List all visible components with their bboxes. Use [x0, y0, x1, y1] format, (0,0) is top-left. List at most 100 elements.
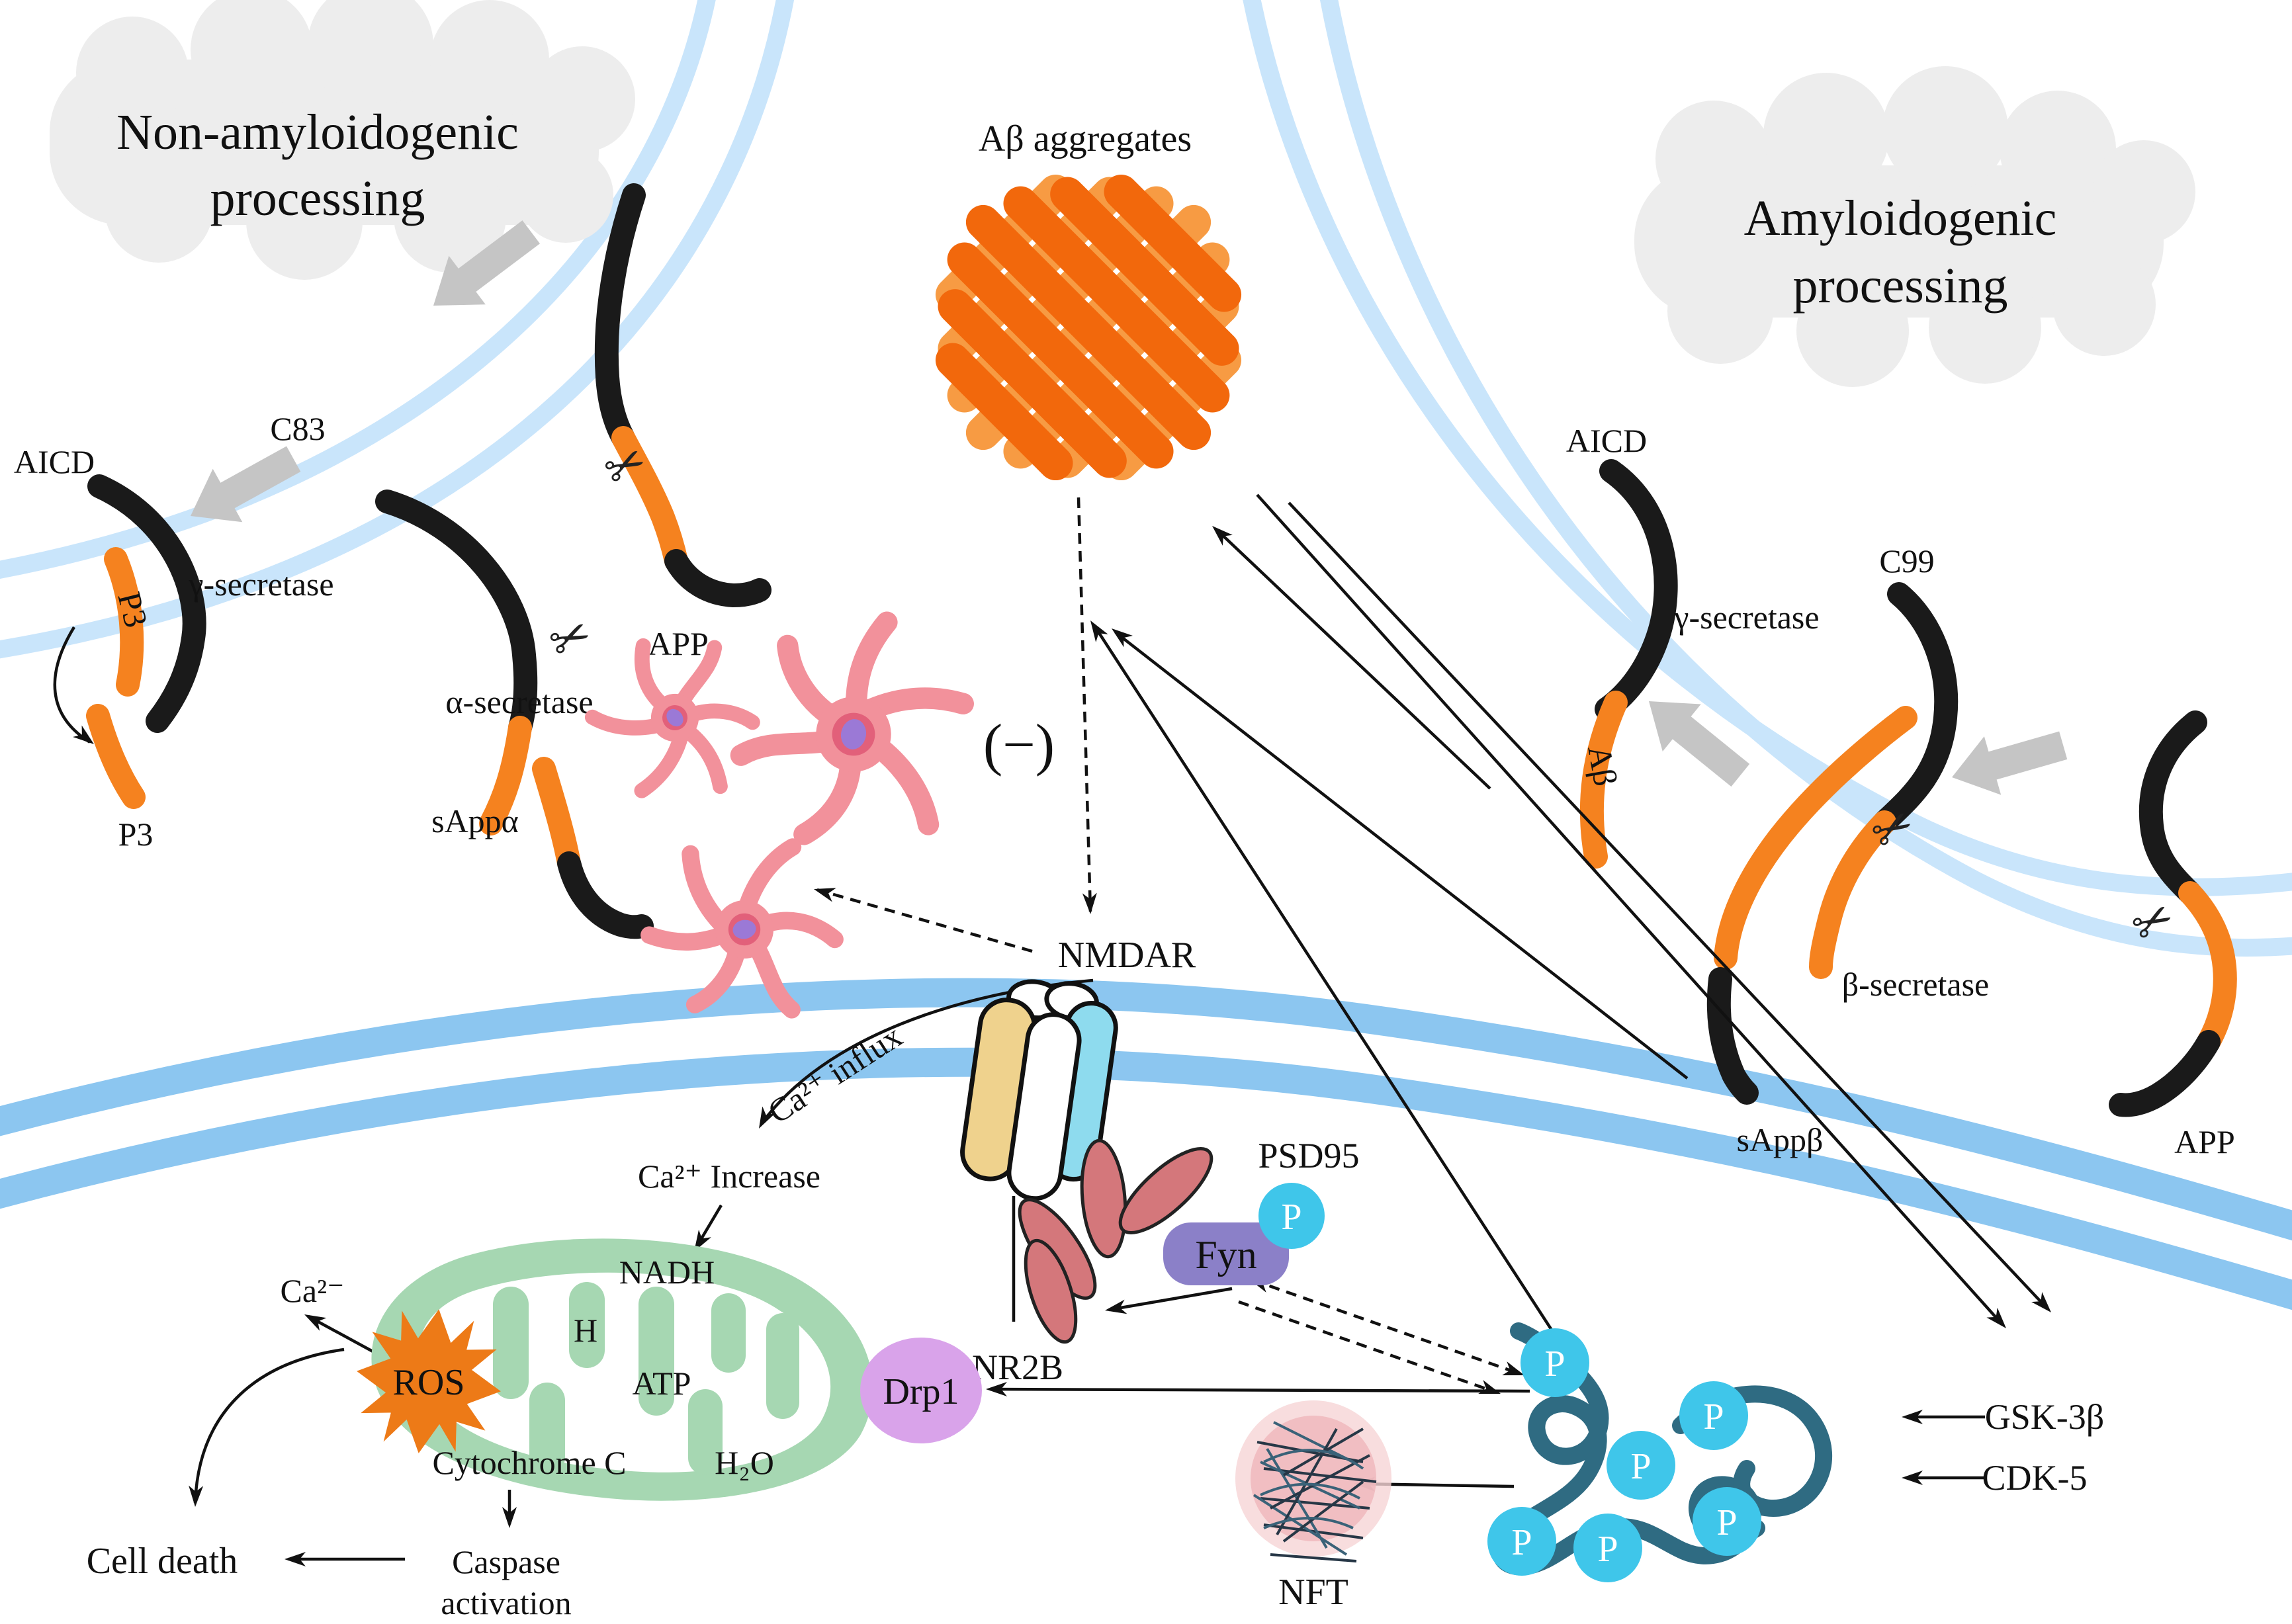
caspase-label-2: activation — [441, 1584, 571, 1621]
membrane-neuron-outer — [0, 978, 2292, 1241]
cytochrome-label: Cytochrome C — [432, 1444, 626, 1481]
gray-arrow-app-to-c83 — [433, 220, 540, 306]
aicd-left-label: AICD — [14, 443, 95, 480]
nft-label: NFT — [1278, 1572, 1348, 1613]
c83-protein-black — [375, 490, 538, 740]
inhibition-sign: (−) — [983, 713, 1055, 777]
scissors-icon: ✂ — [541, 605, 600, 672]
nft-tangle — [1235, 1400, 1391, 1562]
non-amyloidogenic-molecules: ✂ ✂ — [86, 183, 771, 939]
arrow-p3-release — [53, 626, 91, 744]
aicd-right-protein — [1595, 459, 1678, 721]
membrane-neuron-inner — [0, 1047, 2292, 1310]
svg-text:P: P — [1703, 1396, 1724, 1437]
svg-text:P: P — [1630, 1446, 1651, 1487]
sappa-orange — [532, 757, 581, 875]
microglia-cluster — [584, 611, 974, 1019]
mito-cristae — [493, 1282, 799, 1475]
title-cloud-right — [1634, 66, 2195, 387]
arrow-tau-to-aggregates — [1093, 624, 1571, 1359]
arrow-aggregates-inhibit-nmdar — [1077, 497, 1092, 912]
svg-text:P: P — [1597, 1529, 1618, 1570]
drp1-label: Drp1 — [883, 1371, 959, 1412]
gray-arrow-c99-to-aicd — [1649, 701, 1750, 787]
ros-label: ROS — [393, 1362, 465, 1403]
arrow-tau-to-drp1 — [989, 1387, 1530, 1393]
p3-membrane-fragment — [104, 547, 144, 697]
phospho-label: P — [1281, 1197, 1301, 1238]
ca-increase-label: Ca²⁺ Increase — [638, 1158, 820, 1195]
gamma-secretase-left-label: γ-secretase — [188, 566, 333, 603]
aggregates-label: Aβ aggregates — [979, 118, 1192, 159]
app-right-black-top — [2138, 710, 2207, 905]
sappa-label: sAppα — [431, 802, 519, 839]
caspase-label-1: Caspase — [452, 1543, 560, 1580]
title-right-line1: Amyloidogenic — [1744, 191, 2057, 246]
tau-protein: P P P P P P — [1487, 1322, 1833, 1582]
svg-text:P: P — [1716, 1502, 1737, 1543]
arrow-ros-to-ca — [307, 1315, 385, 1359]
nadh-label: NADH — [619, 1254, 715, 1291]
drp1-protein — [860, 1338, 982, 1443]
fyn-kinase — [1163, 1222, 1289, 1285]
app-right-orange — [2178, 881, 2237, 1054]
arrow-fyn-to-nr2b — [1108, 1287, 1233, 1312]
cdk-label: CDK-5 — [1982, 1458, 2088, 1498]
c83-label: C83 — [270, 410, 325, 447]
gsk-label: GSK-3β — [1985, 1397, 2104, 1437]
app-left-black-bottom — [664, 549, 771, 608]
arrow-aggregates-to-cdk — [1288, 501, 2049, 1310]
arrow-nmdar-to-microglia — [816, 888, 1033, 953]
app-left-black-top — [594, 183, 646, 450]
atp-label: ATP — [633, 1365, 691, 1402]
ros-burst — [357, 1309, 501, 1453]
sappa-black-tail — [557, 851, 654, 939]
svg-text:P: P — [1544, 1344, 1565, 1385]
sappb-orange — [1714, 706, 1917, 970]
title-cloud-left — [50, 0, 635, 280]
abeta-aggregates — [935, 174, 1242, 481]
cloud-shape — [1634, 165, 2164, 318]
nmdar-label: NMDAR — [1058, 935, 1196, 976]
nmdar-receptor — [960, 979, 1118, 1201]
title-left-line1: Non-amyloidogenic — [116, 105, 519, 160]
tau-phospho-sites: P P P P P P — [1487, 1328, 1761, 1582]
h-label: H — [574, 1312, 597, 1349]
fyn-label: Fyn — [1195, 1233, 1256, 1277]
arrow-mito-to-celldeath — [193, 1347, 345, 1504]
sappb-black-tail — [1706, 967, 1759, 1105]
c83-protein-orange — [479, 716, 532, 835]
title-left-line2: processing — [210, 171, 425, 226]
aicd-right-label: AICD — [1566, 422, 1647, 459]
abeta-fragment — [1579, 691, 1628, 869]
membrane-top-left-outer — [0, 0, 716, 579]
psd95-protein — [1018, 1138, 1213, 1344]
process-arrows — [191, 220, 2068, 795]
app-right-black-bottom — [2109, 1030, 2221, 1117]
mitochondrion — [357, 1238, 873, 1501]
c99-black — [1873, 582, 1959, 834]
beta-secretase-label: β-secretase — [1842, 966, 1990, 1003]
c99-orange — [1809, 810, 1896, 979]
gray-arrow-c83-to-aicd — [191, 446, 301, 523]
aicd-left-protein — [87, 474, 206, 733]
h2o-label: H₂O — [715, 1444, 774, 1481]
arrow-abeta-to-aggregates — [1215, 528, 1491, 790]
app-left-label: APP — [648, 625, 709, 662]
arrow-fyn-tau-1 — [1252, 1278, 1521, 1376]
alpha-secretase-label: α-secretase — [445, 683, 593, 720]
microglia-cell — [584, 638, 760, 798]
membrane-top-right-inner — [1320, 0, 2292, 957]
arrow-aggregates-to-gsk — [1256, 493, 2004, 1326]
app-left-orange — [611, 426, 688, 573]
abeta-fragment-label: Aβ — [1581, 742, 1624, 789]
app-right-label: APP — [2174, 1123, 2235, 1160]
amyloidogenic-molecules: ✂ ✂ — [1579, 459, 2237, 1117]
p3-free-fragment — [86, 704, 146, 809]
nr2b-label: NR2B — [972, 1347, 1063, 1387]
gamma-secretase-right-label: γ-secretase — [1673, 599, 1819, 636]
phospho-circle — [1258, 1183, 1325, 1249]
ca-release-label: Ca²⁻ — [281, 1272, 345, 1309]
